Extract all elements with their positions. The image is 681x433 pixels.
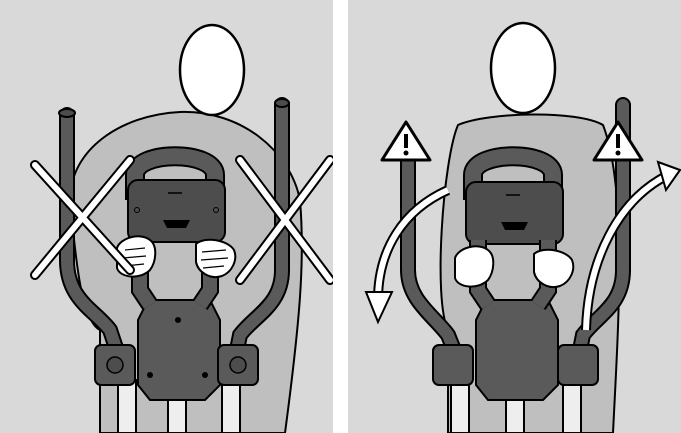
left-pole-cap [59,109,75,117]
center-leg [168,400,186,433]
left-leg [118,380,136,433]
console [128,180,225,242]
right-leg [563,380,581,433]
left-hand [455,246,493,286]
left-pivot [95,345,135,385]
right-pivot [218,345,258,385]
right-pivot [558,345,598,385]
console [466,182,563,244]
right-leg [222,380,240,433]
left-leg [451,380,469,433]
panel-warning-drawing [348,0,681,433]
right-hand [534,250,573,287]
panel-warning [348,0,681,433]
person-head [491,23,555,113]
center-leg [506,400,524,433]
right-pole-cap [275,99,289,107]
warning-triangle-left [382,122,430,160]
center-column [138,300,220,400]
left-pivot [433,345,473,385]
person-head [180,25,244,115]
panel-incorrect [0,0,333,433]
panel-incorrect-drawing [0,0,333,433]
center-column [476,300,558,400]
